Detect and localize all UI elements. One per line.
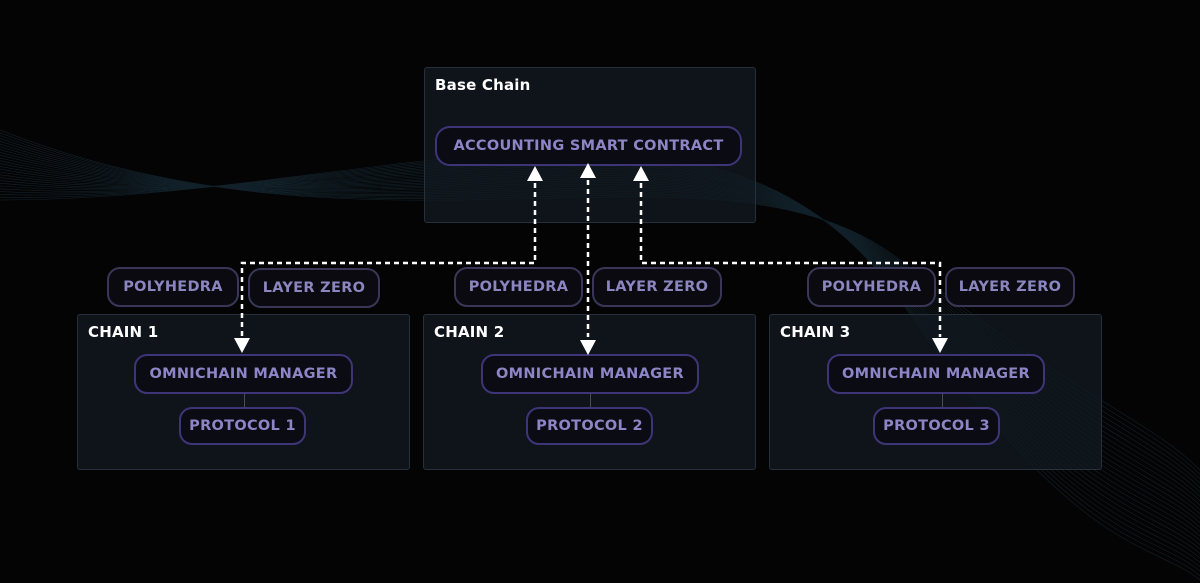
protocol-node-2: PROTOCOL 2 bbox=[526, 407, 653, 445]
chain-3-title: CHAIN 3 bbox=[780, 323, 851, 341]
chain-2-title: CHAIN 2 bbox=[434, 323, 505, 341]
base-chain-title: Base Chain bbox=[435, 76, 531, 94]
bridge-layer-zero-chain-1: LAYER ZERO bbox=[248, 268, 380, 308]
bridge-polyhedra-chain-3: POLYHEDRA bbox=[807, 267, 936, 307]
chain-1-title: CHAIN 1 bbox=[88, 323, 159, 341]
chain-2-panel: CHAIN 2 OMNICHAIN MANAGER PROTOCOL 2 bbox=[423, 314, 756, 470]
bridge-layer-zero-chain-2: LAYER ZERO bbox=[592, 267, 722, 307]
omnichain-manager-node-3: OMNICHAIN MANAGER bbox=[827, 354, 1045, 394]
connector-line-3 bbox=[942, 394, 943, 408]
protocol-node-3: PROTOCOL 3 bbox=[873, 407, 1000, 445]
connector-line-1 bbox=[244, 394, 245, 408]
protocol-node-1: PROTOCOL 1 bbox=[179, 407, 306, 445]
bridge-polyhedra-chain-2: POLYHEDRA bbox=[454, 267, 583, 307]
chain-3-panel: CHAIN 3 OMNICHAIN MANAGER PROTOCOL 3 bbox=[769, 314, 1102, 470]
omnichain-manager-node-2: OMNICHAIN MANAGER bbox=[481, 354, 699, 394]
accounting-smart-contract-node: ACCOUNTING SMART CONTRACT bbox=[435, 126, 742, 166]
chain-1-panel: CHAIN 1 OMNICHAIN MANAGER PROTOCOL 1 bbox=[77, 314, 410, 470]
bridge-polyhedra-chain-1: POLYHEDRA bbox=[107, 267, 239, 307]
connector-line-2 bbox=[590, 394, 591, 408]
omnichain-manager-node-1: OMNICHAIN MANAGER bbox=[134, 354, 353, 394]
bridge-layer-zero-chain-3: LAYER ZERO bbox=[945, 267, 1075, 307]
base-chain-panel: Base Chain ACCOUNTING SMART CONTRACT bbox=[424, 67, 756, 223]
